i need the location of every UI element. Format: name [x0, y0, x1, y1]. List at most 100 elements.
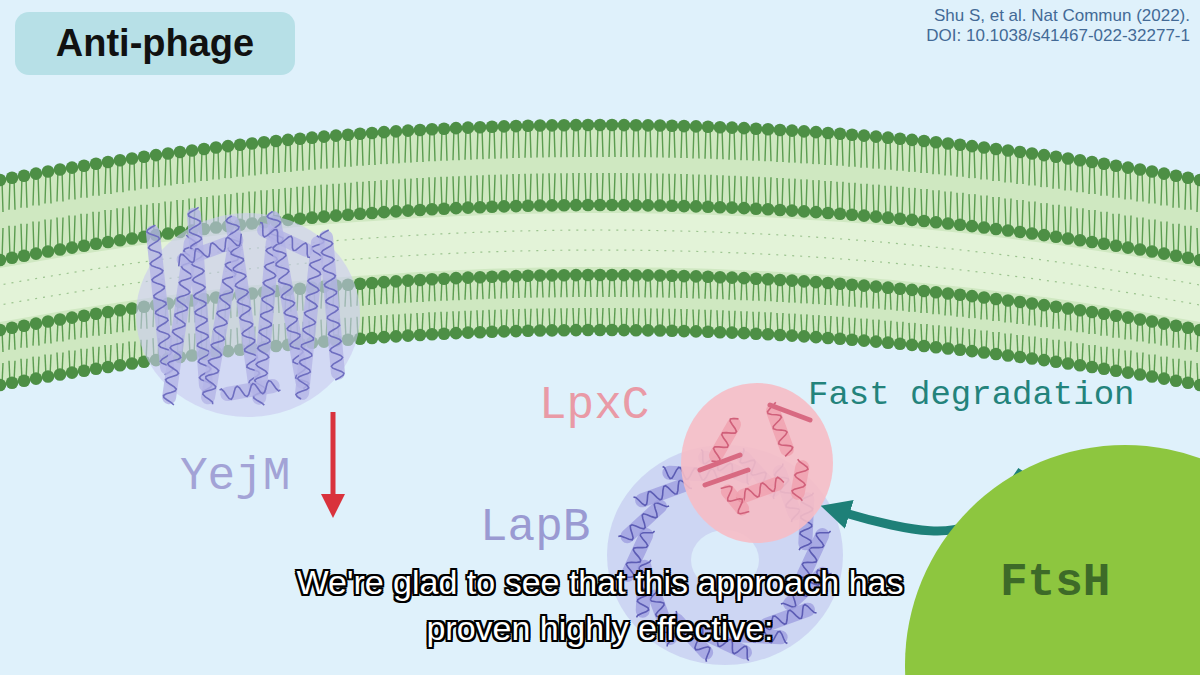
lipid-head	[1086, 306, 1099, 319]
lipid-head	[810, 276, 823, 289]
lipid-head	[618, 199, 631, 212]
lipid-head	[438, 202, 451, 215]
lipid-head	[654, 269, 667, 282]
lipid-head	[810, 206, 823, 219]
protein-label: LapB	[480, 502, 836, 555]
title-badge: Anti-phage	[15, 12, 295, 75]
lipid-head	[510, 200, 523, 213]
lipid-head	[270, 135, 283, 148]
lipid-head	[78, 364, 91, 377]
lipid-head	[438, 122, 451, 135]
lipid-head	[186, 144, 199, 157]
protein-node: LpxC	[535, 380, 835, 550]
lipid-head	[450, 272, 463, 285]
lipid-head	[1182, 172, 1195, 185]
lipid-head	[306, 131, 319, 144]
lipid-head	[1014, 146, 1027, 159]
lipid-head	[1098, 308, 1111, 321]
lipid-head	[618, 324, 631, 337]
lipid-head	[534, 119, 547, 132]
protein-label: LpxC	[539, 380, 831, 433]
lipid-head	[882, 211, 895, 224]
lipid-head	[1098, 158, 1111, 171]
lipid-head	[66, 311, 79, 324]
lipid-head	[102, 156, 115, 169]
beta-strand	[705, 470, 748, 485]
lipid-head	[342, 208, 355, 221]
lipid-head	[666, 269, 679, 282]
lipid-head	[582, 324, 595, 337]
lipid-head	[66, 241, 79, 254]
lipid-head	[702, 270, 715, 283]
lipid-head	[702, 120, 715, 133]
lipid-head	[282, 134, 295, 147]
lipid-head	[366, 277, 379, 290]
lipid-head	[378, 126, 391, 139]
lipid-head	[942, 287, 955, 300]
lipid-head	[534, 324, 547, 337]
title: Anti-phage	[56, 22, 254, 65]
lipid-head	[330, 129, 343, 142]
lipid-head	[990, 293, 1003, 306]
lipid-head	[462, 326, 475, 339]
lipid-head	[666, 199, 679, 212]
lipid-head	[1194, 174, 1200, 187]
lipid-head	[54, 313, 67, 326]
lipid-head	[1182, 377, 1195, 390]
lipid-head	[522, 119, 535, 132]
lipid-head	[966, 140, 979, 153]
lipid-head	[822, 207, 835, 220]
lipid-head	[978, 221, 991, 234]
lipid-head	[1014, 226, 1027, 239]
lipid-head	[594, 199, 607, 212]
lipid-head	[522, 269, 535, 282]
lipid-head	[1146, 370, 1159, 383]
lipid-head	[1002, 224, 1015, 237]
lipid-head	[1086, 156, 1099, 169]
lipid-head	[90, 363, 103, 376]
lipid-head	[822, 332, 835, 345]
lipid-head	[522, 324, 535, 337]
lipid-head	[1050, 300, 1063, 313]
lipid-head	[450, 327, 463, 340]
lipid-head	[1062, 357, 1075, 370]
protein-label: FtsH	[1000, 557, 1200, 610]
lipid-head	[690, 325, 703, 338]
helix-body	[175, 231, 246, 268]
lipid-head	[882, 131, 895, 144]
lipid-head	[798, 125, 811, 138]
lipid-head	[546, 324, 559, 337]
lipid-head	[918, 135, 931, 148]
lipid-head	[1182, 322, 1195, 335]
lipid-head	[606, 269, 619, 282]
helix-coil	[791, 459, 810, 500]
lipid-head	[30, 247, 43, 260]
lipid-head	[894, 212, 907, 225]
lipid-head	[558, 119, 571, 132]
lipid-head	[1086, 361, 1099, 374]
helix-coil	[296, 235, 325, 399]
lipid-head	[210, 141, 223, 154]
helix	[790, 459, 811, 501]
lipid-head	[102, 361, 115, 374]
lipid-head	[1146, 315, 1159, 328]
lipid-head	[930, 341, 943, 354]
helix-coil	[255, 222, 314, 258]
lipid-head	[1158, 372, 1171, 385]
lipid-head	[474, 326, 487, 339]
protein-node: LapB	[470, 440, 840, 670]
lipid-head	[414, 329, 427, 342]
lipid-head	[510, 325, 523, 338]
lipid-head	[870, 130, 883, 143]
lipid-head	[1122, 311, 1135, 324]
lipid-head	[402, 329, 415, 342]
lipid-head	[978, 141, 991, 154]
lipid-head	[246, 137, 259, 150]
lipid-head	[846, 333, 859, 346]
lipid-head	[906, 134, 919, 147]
doi: DOI: 10.1038/s41467-022-32277-1	[926, 26, 1190, 46]
lipid-head	[1134, 163, 1147, 176]
lipid-head	[1146, 165, 1159, 178]
lipid-head	[798, 205, 811, 218]
lipid-head	[606, 199, 619, 212]
